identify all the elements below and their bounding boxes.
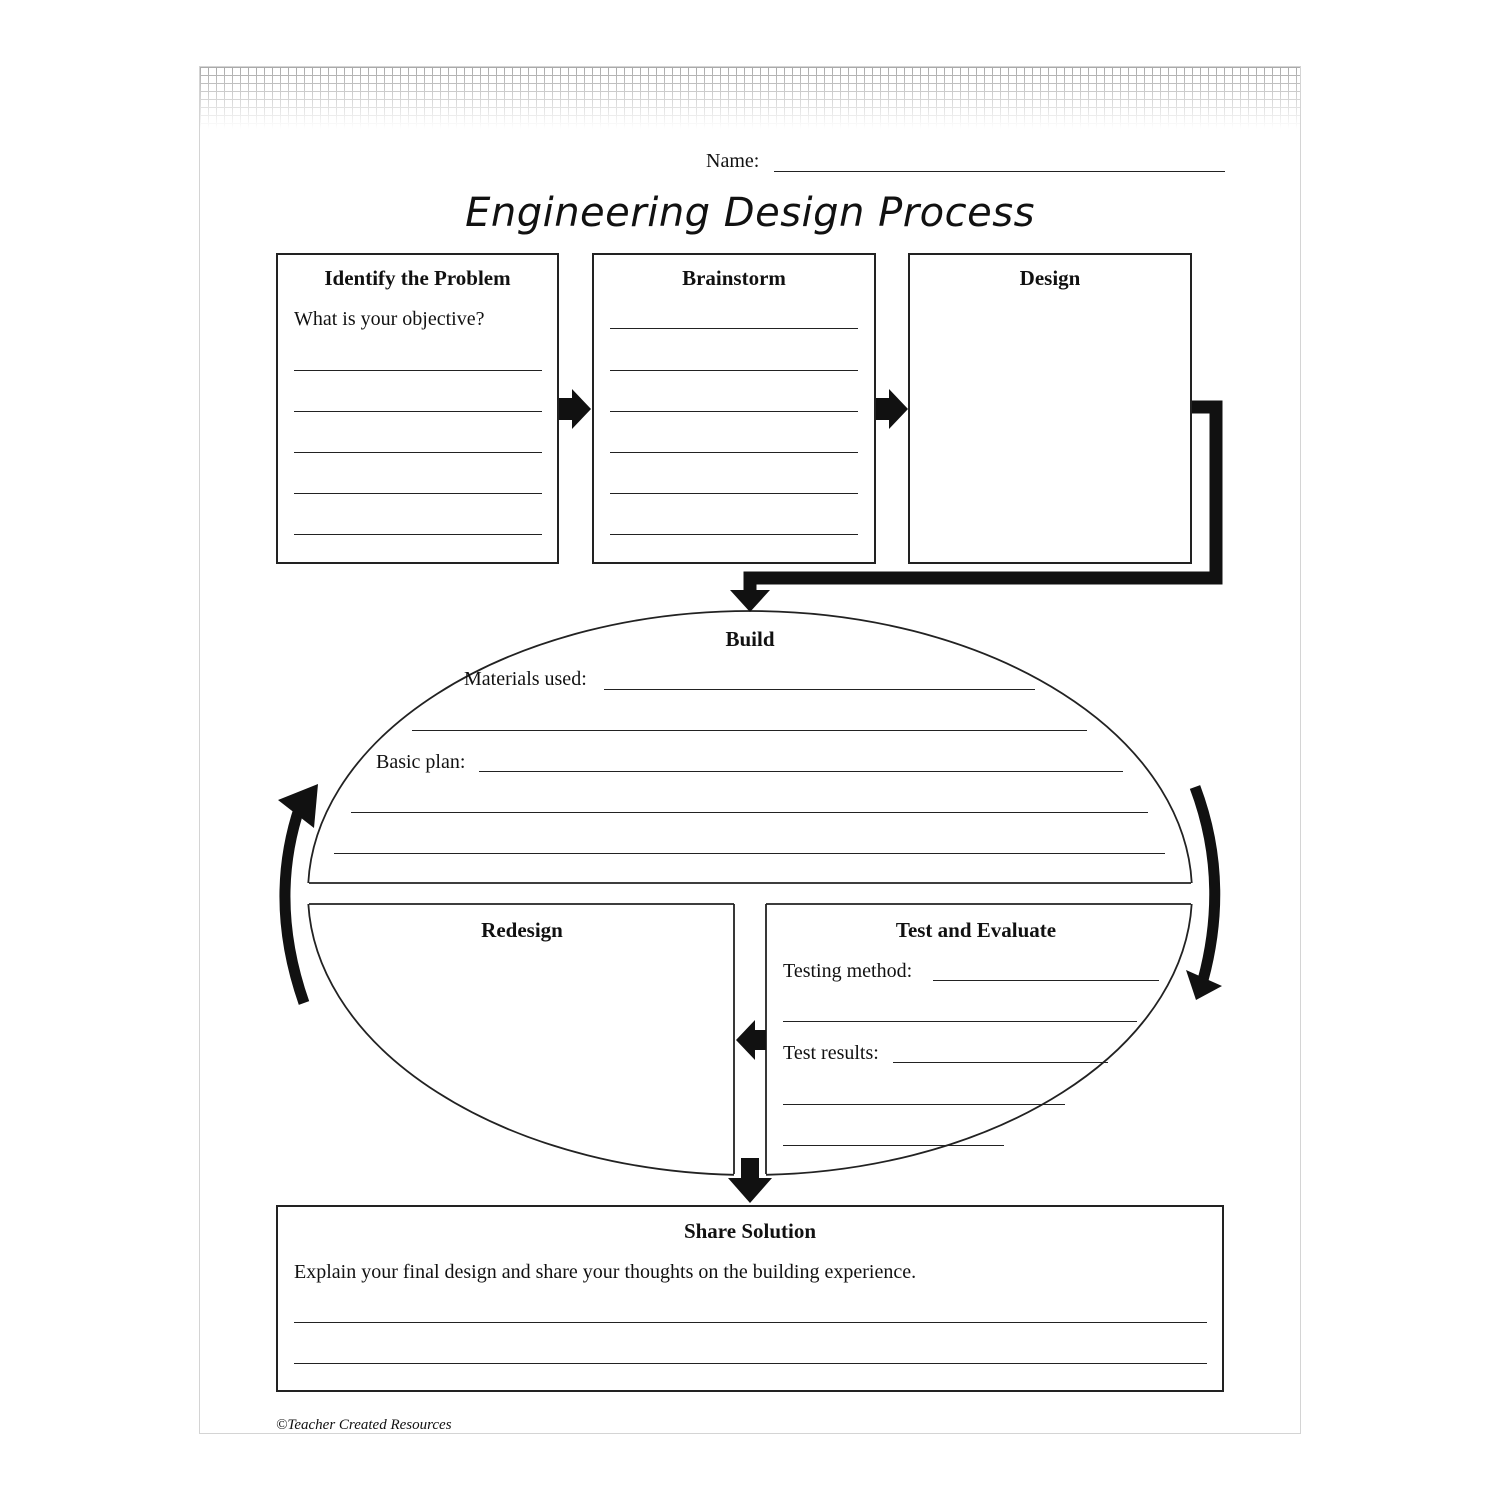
brainstorm-answer-line[interactable] xyxy=(610,534,858,535)
redesign-heading: Redesign xyxy=(481,918,563,942)
materials-label: Materials used: xyxy=(464,668,587,690)
brainstorm-answer-line[interactable] xyxy=(610,493,858,494)
curved-up-arrow-icon xyxy=(278,784,318,1005)
materials-field[interactable] xyxy=(604,689,1035,690)
page-title: Engineering Design Process xyxy=(465,190,1035,236)
share-solution-prompt: Explain your final design and share your… xyxy=(294,1261,917,1283)
redesign-section xyxy=(307,903,735,1176)
brainstorm-answer-line[interactable] xyxy=(610,411,858,412)
testing-method-label: Testing method: xyxy=(783,960,913,982)
design-heading: Design xyxy=(1019,266,1081,290)
test-results-field[interactable] xyxy=(893,1062,1108,1063)
brainstorm-answer-line[interactable] xyxy=(610,370,858,371)
brainstorm-answer-line[interactable] xyxy=(610,328,858,329)
curved-down-arrow-icon xyxy=(1186,785,1222,1000)
materials-answer-line[interactable] xyxy=(412,730,1087,731)
basic-plan-field[interactable] xyxy=(479,771,1123,772)
copyright-footer: ©Teacher Created Resources xyxy=(276,1417,452,1433)
objective-answer-line[interactable] xyxy=(294,534,542,535)
test-evaluate-heading: Test and Evaluate xyxy=(895,918,1057,942)
name-label: Name: xyxy=(706,150,760,172)
design-box[interactable] xyxy=(908,253,1192,564)
basic-plan-label: Basic plan: xyxy=(376,751,466,773)
build-heading: Build xyxy=(725,627,775,651)
basic-plan-answer-line[interactable] xyxy=(351,812,1148,813)
share-answer-line[interactable] xyxy=(294,1322,1207,1323)
objective-answer-line[interactable] xyxy=(294,452,542,453)
down-arrow-icon xyxy=(728,1158,772,1203)
objective-answer-line[interactable] xyxy=(294,370,542,371)
identify-problem-box xyxy=(276,253,559,564)
share-solution-box xyxy=(276,1205,1224,1392)
right-arrow-icon xyxy=(876,389,908,429)
connector-arrow-icon xyxy=(730,400,1223,612)
test-results-answer-line[interactable] xyxy=(783,1104,1065,1105)
testing-method-field[interactable] xyxy=(933,980,1159,981)
test-results-answer-line[interactable] xyxy=(783,1145,1004,1146)
left-arrow-icon xyxy=(736,1020,766,1060)
basic-plan-answer-line[interactable] xyxy=(334,853,1165,854)
objective-answer-line[interactable] xyxy=(294,411,542,412)
right-arrow-icon xyxy=(559,389,591,429)
share-solution-heading: Share Solution xyxy=(683,1219,817,1243)
graph-paper-header xyxy=(200,67,1300,129)
objective-answer-line[interactable] xyxy=(294,493,542,494)
identify-problem-heading: Identify the Problem xyxy=(324,266,511,290)
brainstorm-box xyxy=(592,253,876,564)
brainstorm-answer-line[interactable] xyxy=(610,452,858,453)
testing-method-answer-line[interactable] xyxy=(783,1021,1137,1022)
share-answer-line[interactable] xyxy=(294,1363,1207,1364)
objective-prompt: What is your objective? xyxy=(294,308,485,330)
name-field[interactable] xyxy=(774,171,1225,172)
brainstorm-heading: Brainstorm xyxy=(682,266,786,290)
test-results-label: Test results: xyxy=(783,1042,879,1064)
